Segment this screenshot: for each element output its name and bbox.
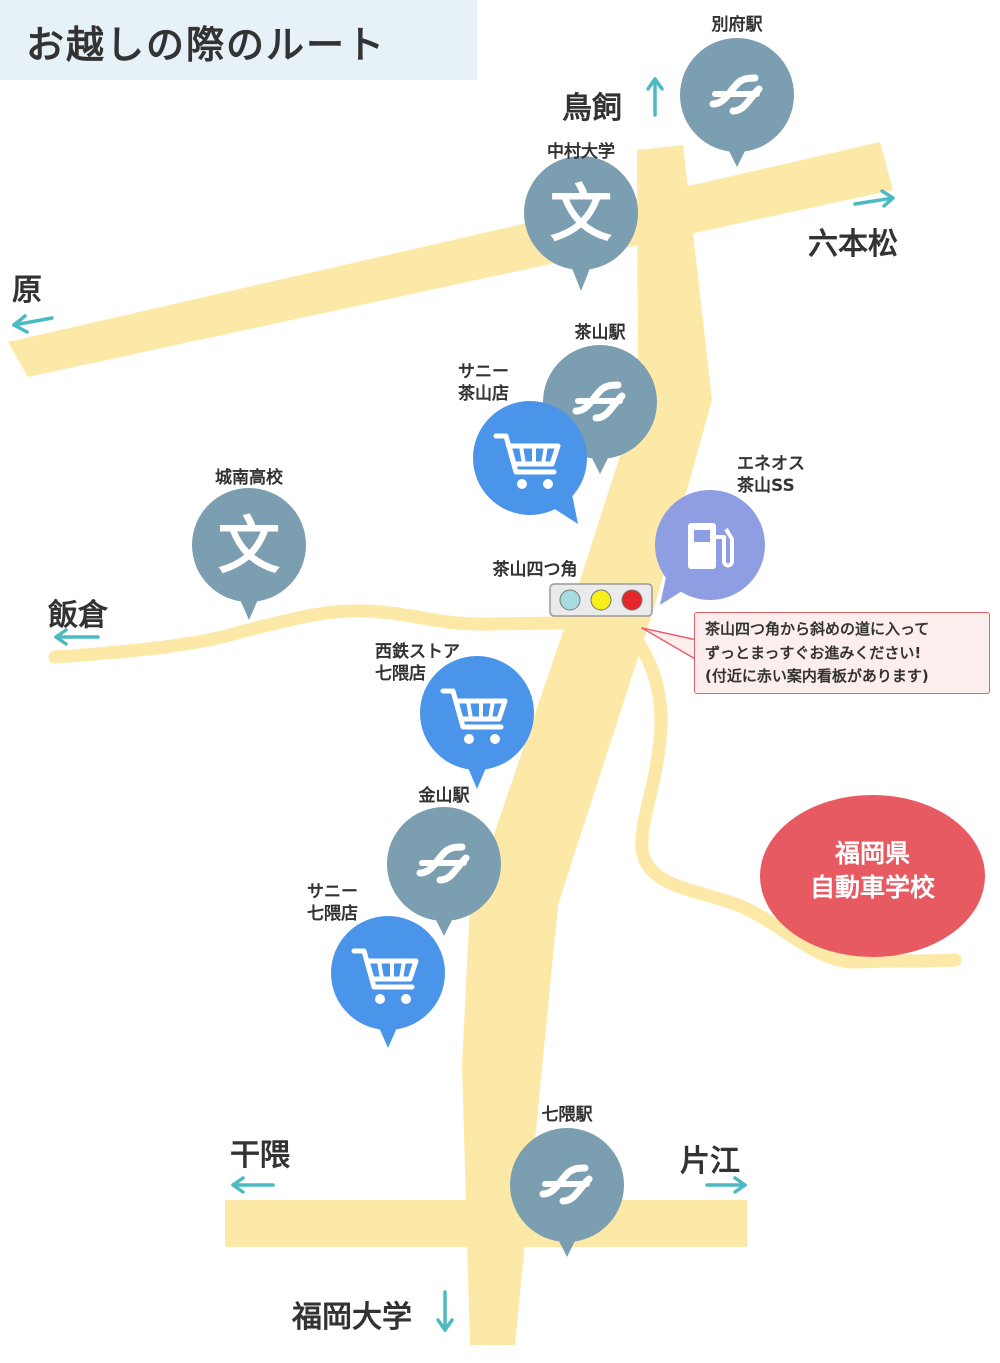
arrow-left-icon (54, 628, 100, 646)
arrow-down-icon (436, 1290, 454, 1332)
road-diagonal-route (615, 617, 962, 969)
label-eneos-chayama: エネオス 茶山SS (737, 453, 805, 497)
school-icon: 文 (550, 177, 612, 250)
destination-label: 福岡県 自動車学校 (760, 837, 985, 905)
title-banner: お越しの際のルート (0, 0, 477, 80)
arrow-up-icon (646, 77, 664, 117)
route-callout: 茶山四つ角から斜めの道に入って ずっとまっすぐお進みください! (付近に赤い案内… (694, 612, 990, 694)
label-ropponmatsu: 六本松 (808, 227, 898, 262)
callout-line: ずっとまっすぐお進みください! (705, 643, 922, 662)
pin-nanakuma-station[interactable] (510, 1128, 624, 1257)
label-befu-station: 別府駅 (711, 15, 763, 35)
callout-text: 茶山四つ角から斜めの道に入って ずっとまっすぐお進みください! (付近に赤い案内… (705, 618, 929, 689)
road-bottom-horizontal (225, 1200, 747, 1247)
label-sunny-chayama: サニー 茶山店 (458, 361, 509, 405)
traffic-light-icon (549, 583, 653, 617)
pin-nishitetsu-store[interactable] (420, 656, 534, 789)
arrow-right-icon (705, 1176, 747, 1194)
label-line: 茶山店 (458, 384, 509, 404)
pin-kanayama-station[interactable] (387, 807, 501, 936)
label-line: サニー (458, 362, 509, 382)
label-nanakuma-station: 七隈駅 (541, 1105, 593, 1125)
label-jonan-high: 城南高校 (215, 468, 283, 488)
destination-line: 自動車学校 (809, 873, 935, 902)
label-line: 七隈店 (307, 904, 358, 924)
pin-jonan-high[interactable]: 文 (192, 488, 306, 620)
callout-line: (付近に赤い案内看板があります) (705, 667, 929, 685)
label-katae: 片江 (680, 1144, 740, 1179)
page-title: お越しの際のルート (26, 23, 387, 67)
roads (8, 142, 962, 1345)
school-icon: 文 (218, 509, 280, 582)
direction-arrows (12, 77, 895, 1332)
label-fukuoka-univ: 福岡大学 (292, 1300, 412, 1335)
label-line: 茶山SS (737, 476, 795, 496)
road-iikura-street (48, 604, 647, 664)
arrow-left-icon (231, 1176, 275, 1194)
road-main-trunk (462, 145, 712, 1345)
label-nakamura-univ: 中村大学 (547, 142, 615, 162)
label-chayama-yotsukado: 茶山四つ角 (492, 560, 578, 580)
label-kanayama-station: 金山駅 (418, 786, 470, 806)
label-line: 西鉄ストア (375, 642, 460, 662)
label-torikai: 鳥飼 (562, 91, 622, 126)
label-line: サニー (307, 882, 358, 902)
label-nishitetsu-store: 西鉄ストア 七隈店 (375, 641, 460, 685)
label-chayama-station: 茶山駅 (574, 323, 626, 343)
label-hara: 原 (12, 273, 42, 308)
pin-sunny-chayama[interactable] (473, 401, 587, 524)
road-upper-diagonal (8, 142, 893, 377)
label-sunny-nanakuma: サニー 七隈店 (307, 881, 358, 925)
label-hoshiguma: 干隈 (230, 1138, 290, 1173)
callout-line: 茶山四つ角から斜めの道に入って (705, 620, 930, 638)
gas-pump-icon (688, 523, 734, 569)
label-line: エネオス (737, 454, 805, 474)
label-iikura: 飯倉 (48, 598, 108, 633)
arrow-left-icon (12, 314, 54, 334)
arrow-right-icon (853, 189, 895, 208)
destination-driving-school[interactable]: 福岡県 自動車学校 (760, 795, 985, 957)
pin-nakamura-univ[interactable]: 文 (524, 156, 638, 291)
label-line: 七隈店 (375, 664, 426, 684)
destination-line: 福岡県 (834, 839, 910, 868)
pin-eneos-chayama[interactable] (655, 490, 765, 605)
pin-sunny-nanakuma[interactable] (331, 916, 445, 1048)
pin-befu-station[interactable] (680, 38, 794, 167)
